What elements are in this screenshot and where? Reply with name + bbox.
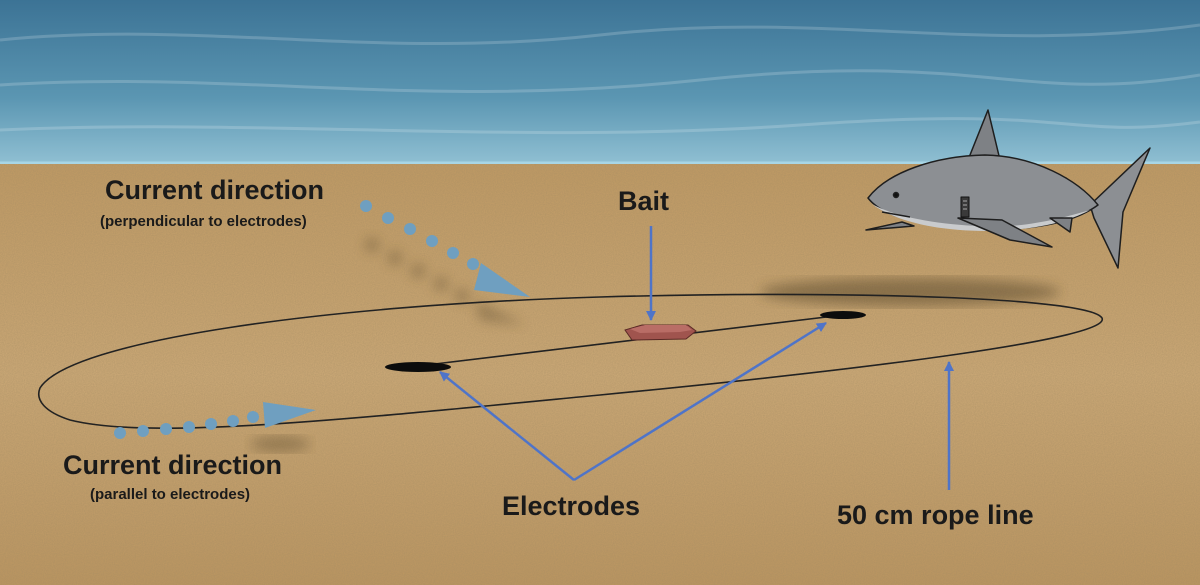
pointer-arrows <box>439 226 954 490</box>
electrode-right-pointer-arrow <box>573 321 827 482</box>
electrode-left <box>385 362 451 372</box>
current-direction-bottom-label: Current direction <box>63 450 283 480</box>
current-direction-top-sublabel: (perpendicular to electrodes) <box>100 213 307 230</box>
current-arrow-bottom <box>114 402 316 439</box>
shark-tag-device <box>960 196 970 218</box>
electrode-link-line <box>417 314 844 367</box>
electrode-left-pointer-arrow <box>439 371 575 481</box>
bait-label: Bait <box>618 186 670 216</box>
water-surface <box>0 0 1200 163</box>
shark-illustration <box>865 109 1151 269</box>
current-arrow-bottom-shadow <box>250 436 310 452</box>
shark-lower-fin-left <box>865 221 915 231</box>
electrodes-label: Electrodes <box>502 491 641 521</box>
bait-block <box>624 324 697 341</box>
shark-mouth <box>881 211 911 218</box>
rope-line-label: 50 cm rope line <box>837 500 1034 530</box>
electrode-right <box>820 311 866 319</box>
shark-pectoral-fin <box>957 217 1053 248</box>
shark-eye <box>892 191 900 199</box>
shark-pelvic-fin <box>1049 217 1073 233</box>
shark-belly <box>872 204 1090 231</box>
current-direction-bottom-sublabel: (parallel to electrodes) <box>90 486 251 503</box>
current-direction-top-label: Current direction <box>105 175 325 205</box>
shark-tail <box>1089 147 1151 269</box>
water-ripples <box>0 23 1200 135</box>
current-arrow-top-shadow <box>365 238 525 325</box>
current-arrow-top <box>360 200 530 297</box>
